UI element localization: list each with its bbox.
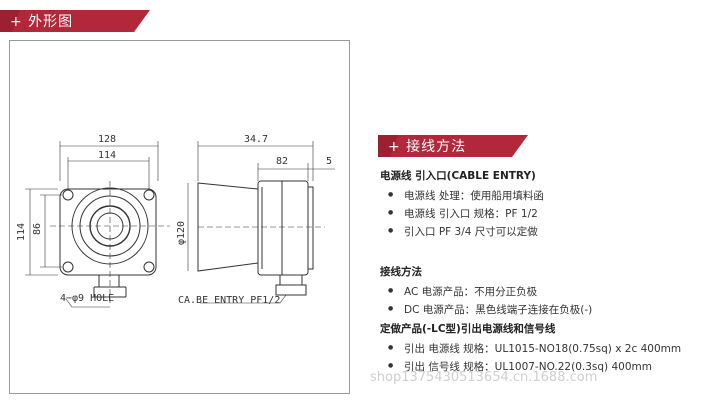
side-view: [187, 141, 335, 304]
front-view: [25, 141, 170, 308]
banner-background: [0, 10, 150, 32]
list-item: DC 电源产品：黑色线端子连接在负极(-): [388, 302, 592, 317]
list-item: 电源线 处理：使用船用填料函: [388, 188, 544, 203]
wiring-banner-title: + 接线方法: [388, 139, 467, 155]
drawing-frame: [9, 40, 350, 394]
cable-entry-label: CA.BE ENTRY PF1/2: [178, 295, 280, 306]
cable-entry-heading: 电源线 引入口(CABLE ENTRY): [380, 170, 536, 182]
dim-114-left: 114: [16, 223, 27, 241]
dim-82: 82: [276, 156, 288, 167]
list-item: 引入口 PF 3/4 尺寸可以定做: [388, 224, 538, 239]
dim-34-7: 34.7: [244, 134, 268, 145]
banner-background: [378, 135, 528, 157]
custom-product-heading: 定做产品(-LC型)引出电源线和信号线: [380, 323, 556, 335]
list-item: AC 电源产品：不用分正负极: [388, 284, 537, 299]
dim-86: 86: [32, 223, 43, 235]
hole-label: 4−φ9 HOLE: [60, 293, 114, 304]
outline-banner: + 外形图: [0, 10, 150, 32]
list-item: 引出 信号线 规格：UL1007-NO.22(0.3sq) 400mm: [388, 359, 652, 374]
wiring-banner: + 接线方法: [378, 135, 528, 157]
dim-5: 5: [326, 156, 332, 167]
outline-drawing: 128 114 114 86 4−φ9 HOLE 34.7 82 5 φ120 …: [16, 134, 335, 308]
dim-phi120: φ120: [176, 221, 187, 245]
dim-128: 128: [98, 134, 116, 145]
wiring-heading: 接线方法: [380, 266, 422, 278]
dim-114-top: 114: [98, 150, 116, 161]
list-item: 引出 电源线 规格：UL1015-NO18(0.75sq) x 2c 400mm: [388, 341, 681, 356]
list-item: 电源线 引入口 规格：PF 1/2: [388, 206, 538, 221]
outline-banner-title: + 外形图: [10, 14, 74, 30]
watermark: shop1375430513654.cn.1688.com: [370, 370, 598, 385]
